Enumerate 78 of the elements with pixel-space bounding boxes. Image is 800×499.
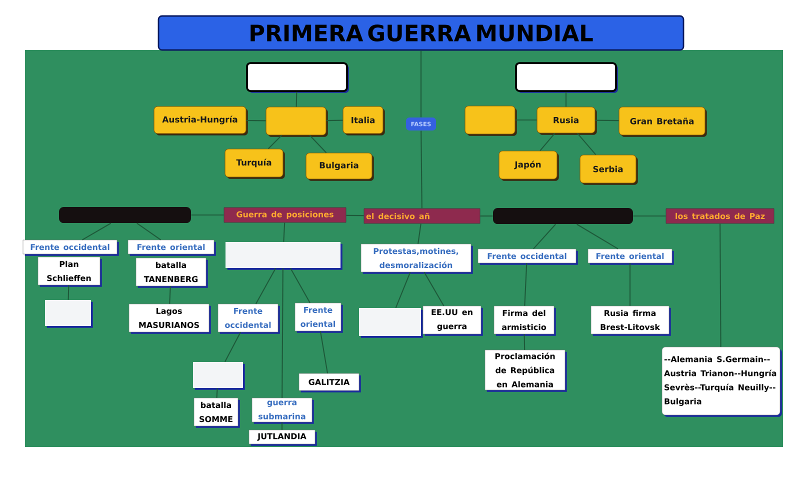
country-box: Gran Bretaña [618, 106, 707, 137]
phase-box: Guerra de posiciones [224, 207, 346, 223]
country-box: Japón [498, 150, 559, 181]
connector-line [420, 50, 422, 118]
title-box: PRIMERA GUERRA MUNDIAL [158, 15, 684, 51]
connector-line [633, 215, 666, 217]
front-label: Frente oriental [588, 248, 674, 265]
connector-line [326, 120, 343, 122]
connector-line [290, 268, 310, 304]
event-box: Protestas,motines, desmoralización [360, 244, 473, 274]
event-box: EE.UU en guerra [422, 306, 483, 336]
connector-line [346, 214, 364, 216]
connector-line [224, 332, 242, 362]
front-label: Frente oriental [128, 240, 216, 256]
country-box: Italia [342, 106, 385, 136]
connector-line [395, 272, 411, 308]
country-box: Bulgaria [306, 152, 374, 181]
connector-line [515, 119, 537, 121]
front-label: Frente oriental [294, 302, 343, 333]
blank-box [45, 300, 93, 328]
event-box: batalla TANENBERG [136, 258, 208, 288]
front-label: Frente occidental [22, 240, 119, 256]
blank-box [193, 362, 245, 390]
connector-line [629, 263, 631, 306]
blank-box [359, 308, 423, 338]
connector-line [524, 263, 528, 306]
country-box: Serbia [580, 154, 638, 185]
blank-box [226, 242, 342, 270]
event-box: batalla SOMME [194, 398, 240, 428]
blank-box [464, 106, 517, 136]
connector-line [136, 222, 161, 240]
event-box: guerra submarina [252, 398, 314, 424]
connector-line [296, 92, 298, 107]
event-box: Plan Schlieffen [38, 256, 102, 287]
connector-line [68, 285, 70, 300]
event-box: JUTLANDIA [248, 430, 317, 446]
connector-line [540, 132, 556, 152]
connector-line [524, 334, 526, 350]
connector-line [268, 134, 282, 150]
blank-box [266, 106, 328, 137]
event-box: Proclamación de República en Alemania [484, 350, 567, 392]
country-box: Rusia [536, 106, 597, 135]
blank-box [515, 62, 618, 93]
connector-line [309, 134, 327, 154]
event-box: Rusia firma Brest-Litovsk [590, 306, 671, 336]
connector-line [216, 388, 218, 398]
front-label: Frente occidental [478, 248, 578, 265]
connector-line [282, 268, 284, 398]
connector-line [577, 132, 596, 156]
connector-line [720, 224, 722, 347]
front-label: Frente occidental [218, 304, 280, 334]
country-box: Austria-Hungría [154, 106, 248, 136]
connector-line [320, 331, 328, 374]
connector-line [281, 422, 283, 430]
connector-line [576, 224, 618, 250]
event-box: GALITZIA [298, 373, 361, 392]
phase-box: los tratados de Paz [666, 208, 774, 224]
connector-line [480, 215, 493, 217]
connector-line [191, 214, 224, 216]
connector-line [595, 120, 619, 122]
treaty-list-box: --Alemania S.Germain--Austria Trianon--Hungría Sevrès--Turquía Neuilly--Bulgaria [662, 346, 782, 417]
country-box: Turquía [224, 148, 285, 179]
connector-line [283, 222, 286, 242]
connector-line [255, 268, 276, 304]
connector-line [565, 92, 567, 107]
connector-line [533, 224, 556, 250]
connector-line [82, 222, 112, 240]
blank-box [246, 62, 349, 93]
event-box: Firma del armisticio [494, 306, 556, 336]
scribbled-box [493, 208, 633, 224]
scribbled-box [59, 207, 191, 223]
phase-box: el decisivo añ [364, 208, 480, 224]
connector-line [420, 130, 422, 208]
connector-line [246, 120, 266, 122]
event-box: Lagos MASURIANOS [128, 304, 211, 334]
connector-line [418, 224, 422, 244]
connector-line [169, 286, 171, 304]
connector-line [424, 272, 444, 306]
